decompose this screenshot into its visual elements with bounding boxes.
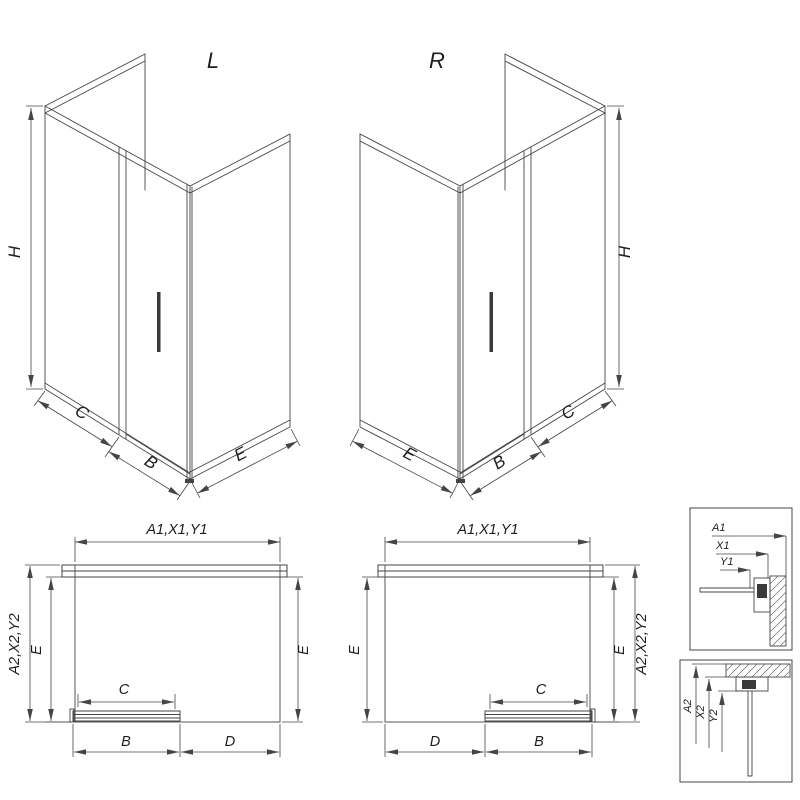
plan-right-geometry	[362, 537, 640, 757]
variant-label-right: R	[429, 48, 445, 73]
plan-left-depth-outer-label: A2,X2,Y2	[7, 613, 23, 675]
plan-right-width-label: A1,X1,Y1	[456, 522, 518, 538]
detail-width-wall-section	[699, 575, 787, 647]
dim-label-height-right: H	[615, 245, 634, 258]
plan-right-fixed-label: D	[430, 734, 440, 750]
plan-right-depth-left-label: E	[347, 645, 363, 655]
detail-label-y1: Y1	[720, 556, 733, 568]
iso-right-view: R H C B E	[350, 48, 634, 500]
plan-right-view: A1,X1,Y1 A2,X2,Y2 E E C D B	[347, 522, 650, 757]
dim-label-door-left: B	[141, 451, 161, 473]
detail-box-depth: A2 X2 Y2	[679, 659, 793, 783]
iso-left-view: L H C B E	[5, 48, 300, 500]
detail-label-a1: A1	[711, 522, 725, 534]
variant-label-left: L	[207, 48, 219, 73]
plan-left-view: A1,X1,Y1 A2,X2,Y2 E E C B D	[7, 522, 312, 757]
plan-left-width-label: A1,X1,Y1	[145, 522, 207, 538]
dim-label-door-right: B	[489, 451, 509, 473]
detail-box-width: A1 X1 Y1	[689, 507, 793, 651]
plan-left-door-label: B	[121, 734, 131, 750]
detail-depth-wall-section	[725, 663, 791, 777]
plan-right-depth-right-label: E	[612, 645, 628, 655]
dim-label-height-left: H	[5, 245, 24, 258]
plan-left-entry-label: C	[119, 682, 130, 698]
dim-label-side-left: E	[231, 443, 250, 465]
iso-right-geometry	[350, 54, 624, 500]
detail-label-y2: Y2	[708, 709, 720, 722]
dim-label-side-right: E	[400, 443, 419, 465]
plan-left-geometry	[25, 537, 303, 757]
plan-right-door-label: B	[534, 734, 544, 750]
plan-left-fixed-label: D	[225, 734, 235, 750]
detail-label-x1: X1	[715, 540, 729, 552]
plan-left-depth-right-label: E	[296, 645, 312, 655]
iso-left-geometry	[26, 54, 300, 500]
plan-left-depth-left-label: E	[29, 645, 45, 655]
detail-label-x2: X2	[695, 705, 707, 719]
detail-width-border	[689, 507, 793, 651]
dim-label-fixed-left: C	[72, 401, 93, 424]
plan-right-depth-outer-label: A2,X2,Y2	[634, 613, 650, 675]
plan-right-entry-label: C	[536, 682, 547, 698]
dim-label-fixed-right: C	[558, 401, 579, 424]
detail-depth-border	[679, 659, 793, 783]
detail-label-a2: A2	[682, 699, 694, 713]
